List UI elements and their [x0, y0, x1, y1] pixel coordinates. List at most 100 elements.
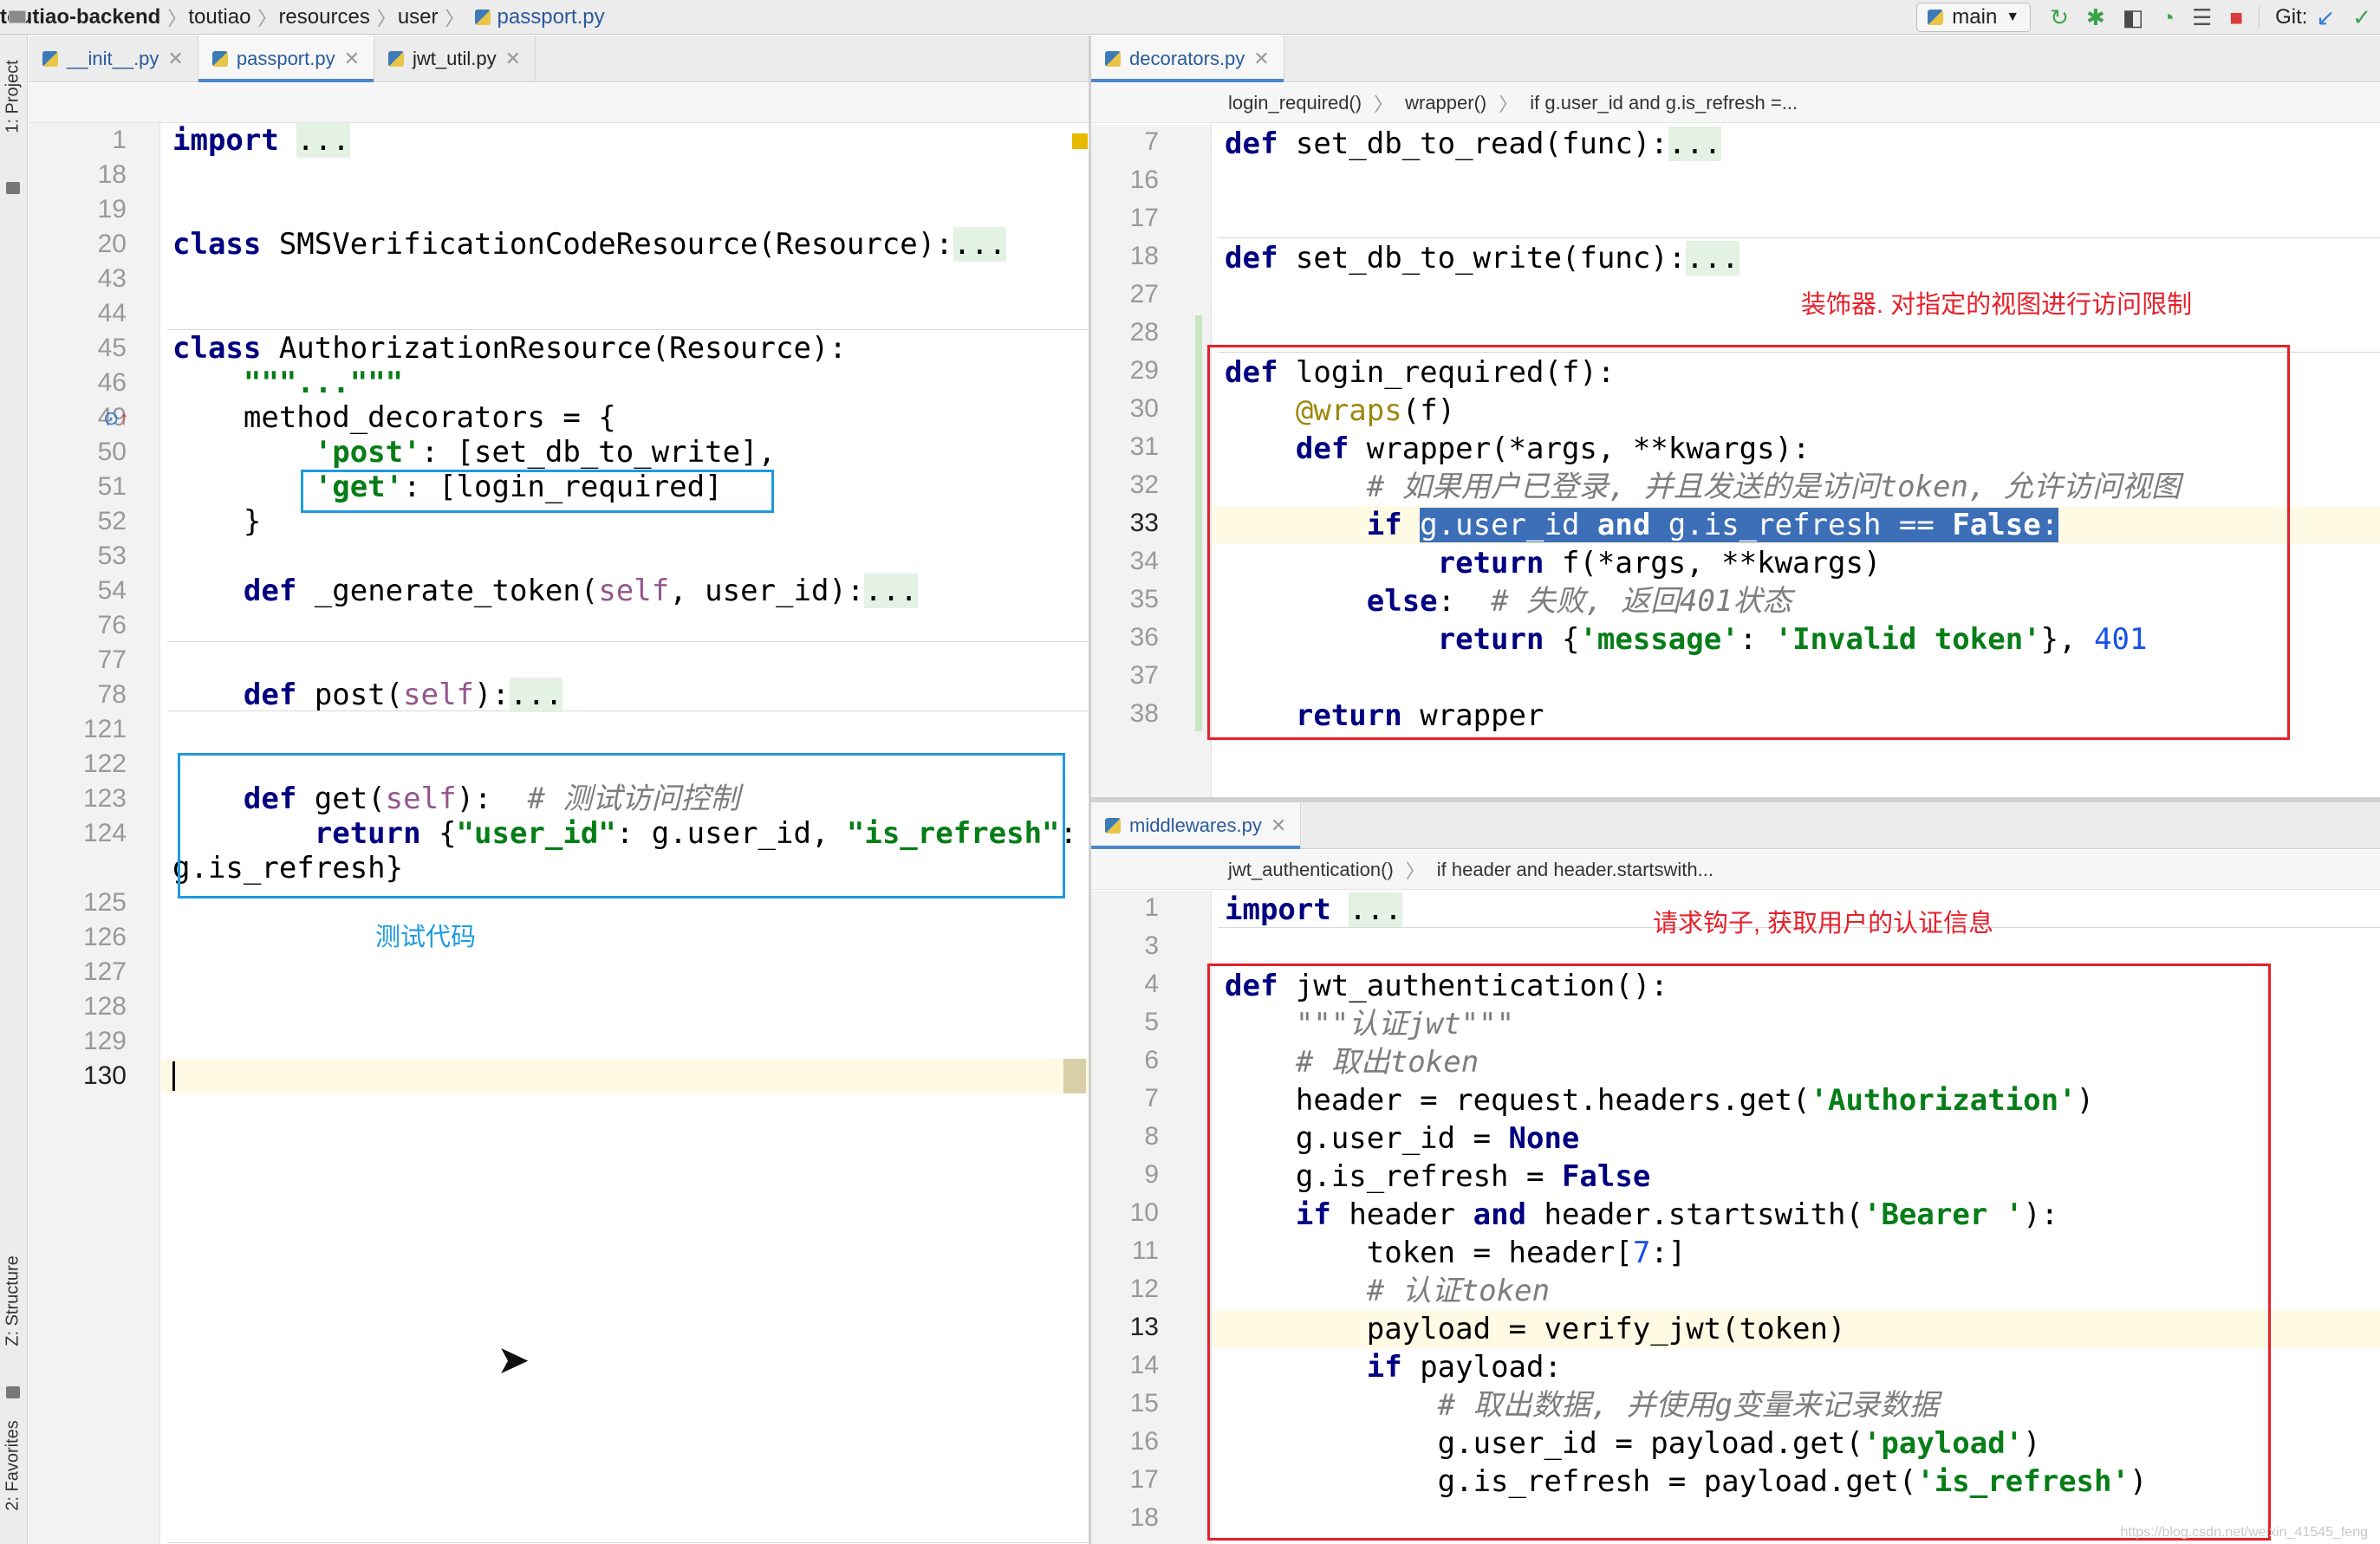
- debug-icon[interactable]: ✱: [2085, 3, 2105, 30]
- tab-label: passport.py: [236, 47, 335, 69]
- breadcrumb-resources[interactable]: resources: [278, 4, 370, 29]
- navigation-bar: toutiao-backend 〉 toutiao 〉 resources 〉 …: [0, 0, 2380, 35]
- tab-middlewares[interactable]: middlewares.py✕: [1091, 802, 1302, 849]
- right-bottom-editor[interactable]: 1 3 4 5 6 7 8 9 10 11 12 13 14 15 16 17 …: [1091, 891, 2380, 1544]
- folder-icon: [9, 10, 26, 23]
- line-number: 124: [82, 819, 127, 847]
- line-number: 78: [97, 680, 127, 709]
- line-number: 126: [82, 923, 127, 951]
- override-marker-icon[interactable]: ⊙↑: [103, 407, 129, 429]
- line-number: 9: [1144, 1160, 1159, 1189]
- python-file-icon: [1105, 50, 1121, 67]
- right-top-editor[interactable]: 7 16 17 18 27 28 29 30 31 32 33 34 35 36…: [1091, 125, 2380, 797]
- text-cursor: [172, 1061, 175, 1091]
- chevron-right-icon: 〉: [257, 7, 277, 29]
- current-line-highlight: [1213, 1310, 2380, 1348]
- close-icon[interactable]: ✕: [167, 47, 184, 69]
- test-code-annotation: 测试代码: [375, 924, 477, 951]
- scroll-marker: [1063, 1059, 1086, 1093]
- line-number: 1: [1144, 893, 1159, 922]
- line-number: 7: [1144, 127, 1159, 156]
- line-number: 44: [97, 299, 127, 328]
- code-text[interactable]: def set_db_to_read(func):... def set_db_…: [1225, 127, 2181, 733]
- right-top-breadcrumb: login_required()〉 wrapper()〉 if g.user_i…: [1091, 83, 2380, 123]
- line-number: 4: [1144, 970, 1159, 998]
- chevron-right-icon: 〉: [1499, 93, 1518, 115]
- left-editor[interactable]: 1 18 19 20 43 44 45 46 49 50 51 52 53 54…: [29, 123, 1089, 1544]
- line-number: 16: [1129, 1427, 1159, 1456]
- breadcrumb-statement[interactable]: if g.user_id and g.is_refresh =...: [1530, 91, 1798, 114]
- line-number: 11: [1131, 1236, 1159, 1265]
- line-number: 18: [1129, 1503, 1159, 1532]
- close-icon[interactable]: ✕: [504, 47, 522, 69]
- code-text[interactable]: import ... class SMSVerificationCodeReso…: [172, 123, 1078, 886]
- decorator-annotation: 装饰器. 对指定的视图进行访问限制: [1801, 291, 2193, 319]
- line-number: 77: [97, 645, 127, 674]
- line-number: 43: [97, 264, 127, 293]
- close-icon[interactable]: ✕: [1270, 814, 1287, 836]
- watermark: https://blog.csdn.net/weixin_41545_feng: [2120, 1525, 2368, 1540]
- line-number: 20: [97, 230, 127, 258]
- line-number: 18: [97, 160, 127, 189]
- close-icon[interactable]: ✕: [1253, 47, 1270, 69]
- breadcrumb-function[interactable]: wrapper(): [1405, 91, 1487, 114]
- line-number-gutter: 1 18 19 20 43 44 45 46 49 50 51 52 53 54…: [29, 123, 160, 1544]
- get-decorator-highlight-box: [301, 470, 774, 513]
- line-number: 18: [1129, 242, 1159, 270]
- line-number: 5: [1144, 1008, 1159, 1036]
- chevron-right-icon: 〉: [376, 7, 396, 29]
- python-file-icon: [1105, 817, 1121, 834]
- line-number: 35: [1129, 585, 1159, 613]
- project-tool-button[interactable]: 1: Project: [3, 60, 23, 133]
- line-number: 76: [97, 611, 127, 639]
- line-number: 36: [1129, 623, 1159, 652]
- warning-marker-icon[interactable]: [1072, 133, 1088, 149]
- breadcrumb-function[interactable]: jwt_authentication(): [1228, 858, 1394, 880]
- git-commit-icon[interactable]: ✓: [2352, 3, 2371, 30]
- code-text[interactable]: import ... def jwt_authentication(): """…: [1225, 892, 2148, 1499]
- line-number: 51: [97, 472, 127, 501]
- structure-icon: [6, 1386, 20, 1398]
- line-number: 128: [82, 992, 127, 1021]
- stop-icon[interactable]: ■: [2229, 3, 2244, 30]
- tab-label: jwt_util.py: [413, 47, 497, 69]
- breadcrumb-file[interactable]: passport.py: [497, 4, 605, 29]
- vcs-change-marker: [1195, 315, 1202, 731]
- run-config-select[interactable]: main ▼: [1916, 3, 2032, 32]
- line-number: 52: [97, 507, 127, 535]
- structure-tool-button[interactable]: Z: Structure: [3, 1255, 23, 1346]
- favorites-tool-button[interactable]: 2: Favorites: [3, 1420, 23, 1511]
- tab-decorators[interactable]: decorators.py✕: [1091, 36, 1284, 82]
- coverage-icon[interactable]: ◧: [2122, 3, 2144, 30]
- breadcrumb-statement[interactable]: if header and header.startswith...: [1436, 858, 1713, 880]
- breadcrumb-project[interactable]: toutiao-backend: [0, 4, 161, 29]
- right-top-editor-tabs: decorators.py✕: [1091, 36, 2380, 82]
- line-number: 10: [1129, 1198, 1159, 1227]
- tab-jwt-util[interactable]: jwt_util.py ✕: [374, 36, 536, 81]
- breadcrumb-function[interactable]: login_required(): [1228, 91, 1362, 114]
- line-number: 54: [97, 576, 127, 605]
- line-number: 121: [82, 715, 127, 743]
- mouse-pointer-icon: ➤: [497, 1337, 530, 1382]
- tab-passport[interactable]: passport.py ✕: [198, 36, 375, 82]
- python-file-icon: [388, 50, 405, 67]
- line-number-gutter: 7 16 17 18 27 28 29 30 31 32 33 34 35 36…: [1091, 125, 1212, 797]
- breadcrumb-toutiao[interactable]: toutiao: [188, 4, 251, 29]
- line-number: 32: [1129, 470, 1159, 499]
- line-number: 14: [1129, 1351, 1159, 1379]
- login-required-highlight-box: [1207, 345, 2290, 740]
- python-file-icon: [211, 50, 228, 67]
- line-number: 16: [1129, 165, 1159, 194]
- line-number: 53: [97, 542, 127, 570]
- profile-icon[interactable]: ◔: [2161, 3, 2175, 30]
- breadcrumb-user[interactable]: user: [397, 4, 439, 29]
- build-icon[interactable]: ☰: [2192, 3, 2213, 30]
- close-icon[interactable]: ✕: [343, 47, 361, 69]
- tab-init[interactable]: __init__.py✕: [29, 36, 198, 81]
- left-editor-tabs: __init__.py✕ passport.py ✕ jwt_util.py ✕: [29, 36, 1089, 82]
- rerun-icon[interactable]: ↻: [2050, 3, 2069, 30]
- line-number: 6: [1144, 1046, 1159, 1074]
- git-update-icon[interactable]: ↙: [2316, 3, 2336, 30]
- test-code-highlight-box: [178, 753, 1065, 899]
- line-number-gutter: 1 3 4 5 6 7 8 9 10 11 12 13 14 15 16 17 …: [1091, 891, 1212, 1544]
